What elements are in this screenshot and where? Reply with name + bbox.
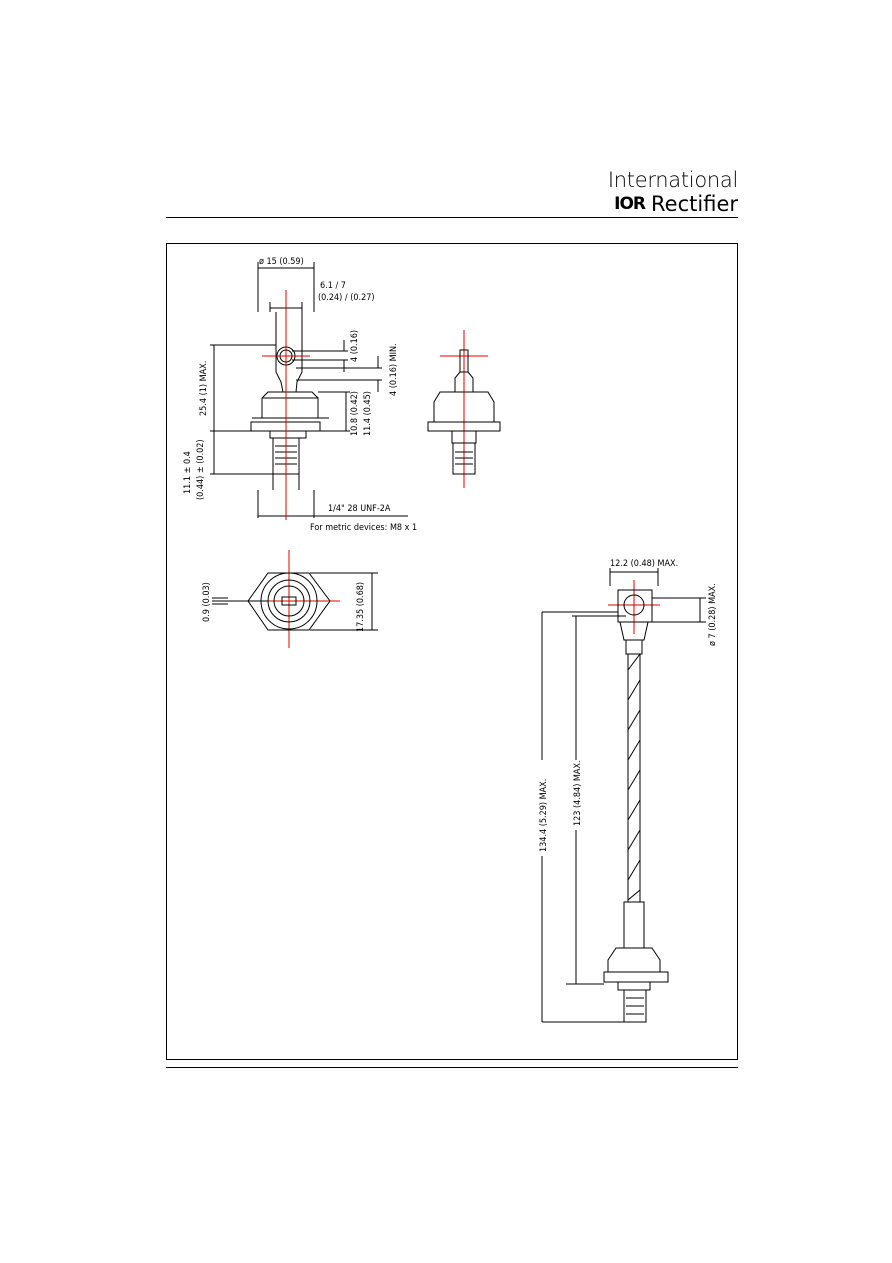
dim-flat-label: 0.9 (0.03) <box>202 582 212 622</box>
dim-cable-total-label: 134.4 (5.29) MAX. <box>539 779 549 852</box>
dim-lug-width-label: 12.2 (0.48) MAX. <box>610 559 678 569</box>
header-rule <box>166 217 738 218</box>
centerlines <box>228 290 660 648</box>
cable-view <box>541 568 706 1023</box>
dim-thread-label: 1/4" 28 UNF-2A <box>328 504 391 514</box>
dim-hole-min-label: 4 (0.16) MIN. <box>389 343 399 396</box>
dim-stud-in-label: (0.44) ± (0.02) <box>196 439 206 500</box>
dim-stud-mm-label: 11.1 ± 0.4 <box>183 451 193 494</box>
dim-slot-mm-label: 6.1 / 7 <box>320 281 346 291</box>
ior-logo-icon: IOR <box>614 194 646 214</box>
dim-hex-label: 17.35 (0.68) <box>356 582 366 632</box>
dim-body-a-label: 10.8 (0.42) <box>350 391 360 436</box>
brand-name-rectifier: Rectifier <box>651 192 738 216</box>
brand-name-line2: IOR Rectifier <box>608 192 738 216</box>
dim-cable-len-label: 123 (4.84) MAX. <box>573 760 583 826</box>
dim-lug-dia-label: ø 7 (0.28) MAX. <box>708 583 718 646</box>
brand-logo: International IOR Rectifier <box>608 168 738 216</box>
dim-body-b-label: 11.4 (0.45) <box>363 391 373 436</box>
front-view <box>427 349 501 475</box>
dim-metric-label: For metric devices: M8 x 1 <box>310 523 417 533</box>
dim-diameter-label: ø 15 (0.59) <box>259 257 304 267</box>
dim-slot-in-label: (0.24) / (0.27) <box>318 293 375 303</box>
dim-total-height-label: 25.4 (1) MAX. <box>199 361 209 416</box>
side-view <box>210 262 408 518</box>
bottom-view <box>212 572 378 631</box>
drawing-frame <box>166 243 738 1060</box>
footer-rule <box>166 1067 738 1068</box>
brand-name-line1: International <box>607 168 738 192</box>
dim-hole-label: 4 (0.16) <box>350 330 360 362</box>
